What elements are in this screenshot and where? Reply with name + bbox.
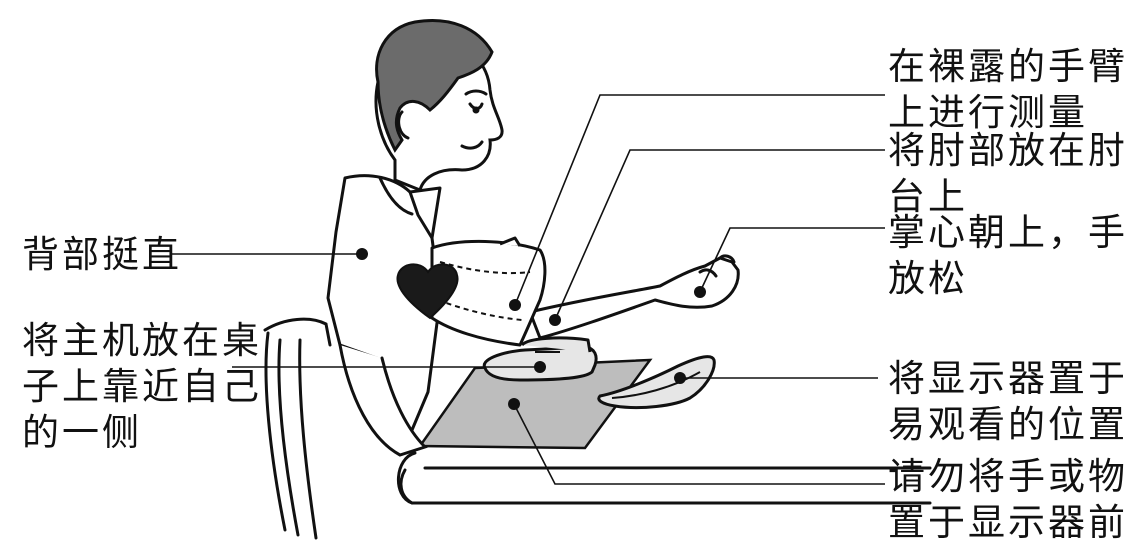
label-back-straight-line1: 背部挺直 [22, 232, 182, 278]
label-main-unit-line1: 将主机放在桌 [22, 318, 262, 364]
label-palm-up: 掌心朝上，手臂 放松 [888, 210, 1129, 302]
label-palm-up-line2: 放松 [888, 256, 1129, 302]
label-elbow-rest: 将肘部放在肘置 台上 [888, 128, 1129, 220]
right-forearm [530, 256, 738, 338]
label-main-unit-line2: 子上靠近自己 [22, 364, 262, 410]
label-main-unit: 将主机放在桌 子上靠近自己 的一侧 [22, 318, 262, 456]
main-unit [484, 338, 596, 380]
label-bare-arm-line1: 在裸露的手臂 [888, 44, 1128, 90]
label-no-objects-line1: 请勿将手或物品 [888, 454, 1129, 500]
chair [265, 319, 330, 538]
label-display-line1: 将显示器置于容 [888, 356, 1129, 402]
label-no-objects-line2: 置于显示器前 [888, 500, 1129, 542]
label-no-objects: 请勿将手或物品 置于显示器前 [888, 454, 1129, 542]
label-palm-up-line1: 掌心朝上，手臂 [888, 210, 1129, 256]
label-elbow-rest-line1: 将肘部放在肘置 [888, 128, 1129, 174]
label-display-line2: 易观看的位置 [888, 402, 1129, 448]
label-back-straight: 背部挺直 [22, 232, 182, 278]
label-bare-arm: 在裸露的手臂 上进行测量 [888, 44, 1128, 136]
label-display: 将显示器置于容 易观看的位置 [888, 356, 1129, 448]
table [398, 453, 930, 503]
label-main-unit-line3: 的一侧 [22, 410, 262, 456]
person-head [376, 20, 502, 190]
